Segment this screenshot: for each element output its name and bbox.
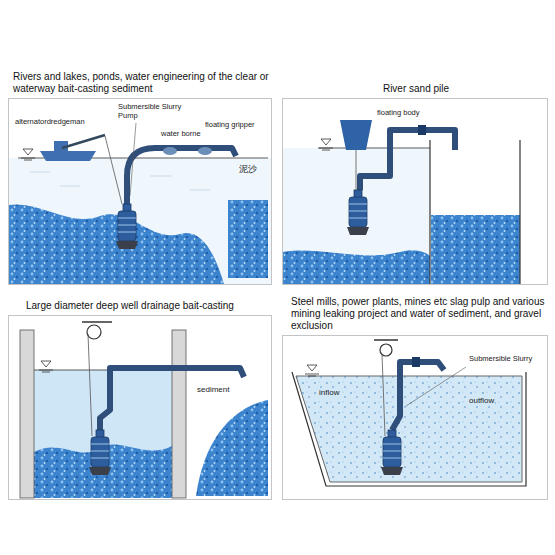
panel-heading-group: Steel mills, power plants, mines etc sla…: [291, 296, 549, 332]
sand-pile-scene: [283, 120, 520, 284]
float: [198, 147, 212, 155]
water-level-mark: [319, 139, 333, 150]
water: [34, 370, 172, 498]
callout-label: alternatordredgeman: [14, 117, 86, 126]
callout-label: sediment: [196, 385, 230, 395]
water-level-mark: [21, 149, 35, 160]
slurry-pump: [347, 190, 369, 235]
float: [163, 147, 177, 155]
discharge-pipe: [100, 368, 244, 430]
callout-label: inflow: [318, 388, 340, 398]
water-level-mark: [305, 365, 319, 376]
water-level-mark: [39, 361, 53, 372]
valve: [412, 357, 420, 367]
sediment-pile: [196, 400, 268, 496]
panel-heading: River sand pile: [283, 83, 549, 95]
dredging-scene: [9, 123, 271, 284]
panel-heading: Large diameter deep well drainage bait-c…: [26, 300, 271, 312]
panel-frame: Large diameter deep well drainage bait-c…: [8, 315, 272, 500]
callout-label: 泥沙: [238, 164, 258, 175]
callout-label: water borne: [160, 129, 202, 138]
basin-wall: [292, 372, 526, 486]
callout-label: Submersible Slurry: [468, 354, 533, 363]
panel-heading: Rivers and lakes, ponds, water engineeri…: [13, 71, 271, 95]
callout-label: floating gripper: [204, 120, 256, 129]
illustration-part: [150, 176, 172, 177]
hoist-rope: [88, 334, 92, 436]
sediment-bed: [283, 250, 430, 284]
panel-heading-group: Large diameter deep well drainage bait-c…: [26, 300, 271, 312]
leader-line: [130, 123, 136, 196]
pulley: [87, 325, 101, 339]
crane-arm: [62, 135, 105, 148]
hanging-cable: [356, 150, 357, 190]
leader-line: [406, 367, 466, 406]
callout-label: outflow: [468, 396, 495, 406]
water: [283, 148, 430, 284]
sediment-bed: [9, 204, 224, 284]
water: [9, 158, 271, 284]
panel-heading: Steel mills, power plants, mines etc sla…: [291, 296, 549, 332]
callout-label: floating body: [376, 108, 421, 117]
well-wall: [172, 330, 186, 498]
wave-hatching: [30, 172, 210, 190]
illustration-part: [60, 186, 80, 187]
sand-pile: [431, 215, 520, 284]
illustration-part: [30, 172, 50, 173]
slurry-pump: [381, 430, 403, 475]
hoist-rope: [382, 354, 385, 436]
hoist-beam: [374, 339, 398, 341]
sediment-pile: [228, 200, 268, 278]
tank-wall: [519, 140, 520, 284]
discharge-pipe: [360, 130, 455, 190]
basin: [296, 376, 522, 482]
slurry-pump: [116, 204, 138, 249]
crane-cable: [105, 136, 122, 204]
discharge-pipe: [392, 362, 444, 430]
valve: [418, 125, 426, 135]
slurry-pump: [89, 430, 111, 475]
panel-heading-group: Rivers and lakes, ponds, water engineeri…: [13, 71, 271, 95]
discharge-pipe: [127, 148, 236, 204]
hoist-beam: [82, 321, 112, 323]
illustration-part: [190, 190, 210, 191]
deep-well-scene: [20, 322, 268, 498]
callout-label: Submersible Slurry Pump: [117, 102, 183, 120]
well-wall: [20, 330, 34, 498]
floating-body: [340, 120, 372, 150]
panel-frame: River sand pile: [282, 98, 548, 285]
water-line: [318, 148, 430, 149]
panel-heading-group: River sand pile: [283, 83, 549, 95]
tank-wall: [429, 140, 430, 284]
dredge-boat: [40, 151, 96, 161]
